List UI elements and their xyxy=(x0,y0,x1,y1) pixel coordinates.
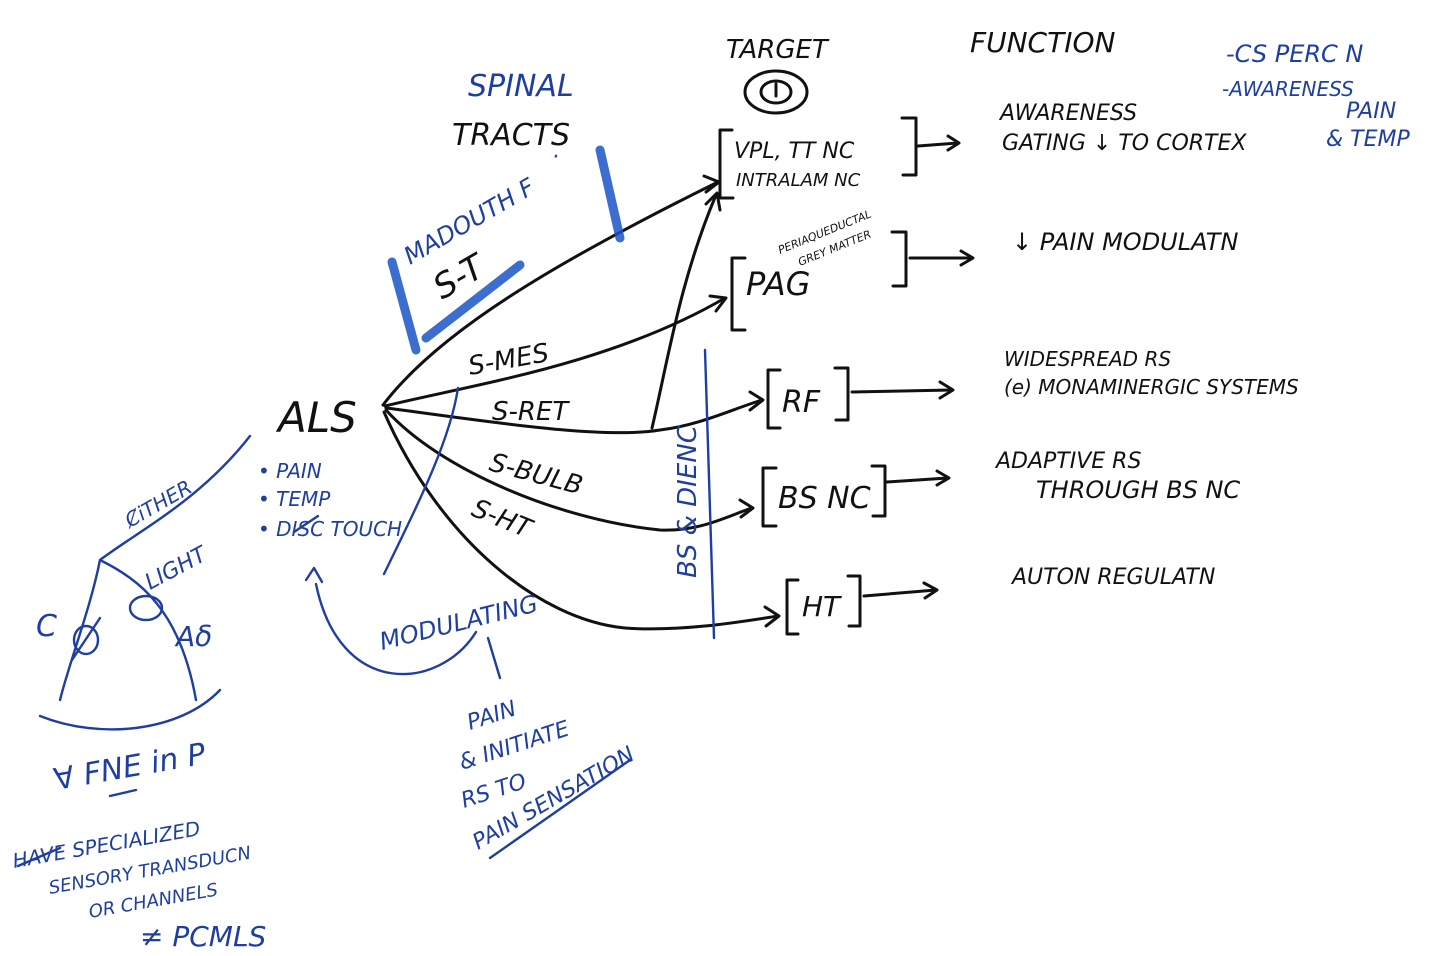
function-arrows xyxy=(850,134,975,600)
modulating-underline xyxy=(488,758,632,860)
modulating-curve-left xyxy=(314,582,478,676)
pag-target: PAG PERIAQUEDUCTAL GREY MATTER xyxy=(730,208,908,332)
fiber-adelta-line xyxy=(98,558,198,702)
smes-label: S-MES xyxy=(466,338,551,382)
target-eye-icon xyxy=(743,69,809,115)
modality-temp: • TEMP xyxy=(258,487,331,511)
tract-curves xyxy=(381,174,781,631)
smes-arrowhead xyxy=(708,294,728,313)
pag-label: PAG xyxy=(746,265,810,303)
thalamus-target: VPL, TT NC INTRALAM NC xyxy=(718,116,918,200)
modality-disc-touch: • DISC TOUCH xyxy=(258,517,402,541)
modulating-arrowhead xyxy=(304,566,324,584)
fibers-section: C Aδ LIGHT ȻiTHER ∀ FNE in P HAVE SPECIA… xyxy=(11,434,266,953)
bs-dienc-text: BS & DIENC xyxy=(673,424,703,578)
sht-arrowhead xyxy=(763,605,781,628)
sht-label: S-HT xyxy=(467,494,537,546)
target-header: TARGET xyxy=(726,35,830,65)
func-pain-modulation: ↓ PAIN MODULATN xyxy=(1012,228,1238,256)
ht-label: HT xyxy=(802,590,842,623)
fiber-pcmls: ≠ PCMLS xyxy=(140,920,266,953)
sbulb-tract-line xyxy=(384,408,754,532)
func-adaptive: ADAPTIVE RS xyxy=(994,449,1141,474)
func-side-perc: -CS PERC N xyxy=(1226,40,1363,68)
modulating-section: MODULATING PAIN & INITIATE RS TO PAIN SE… xyxy=(304,386,639,860)
modulating-note1: PAIN xyxy=(464,696,519,735)
func-auton: AUTON REGULATN xyxy=(1010,565,1215,590)
highlighter-marks xyxy=(387,145,625,355)
modality-pain: • PAIN xyxy=(258,459,322,483)
func-side-pain: PAIN xyxy=(1346,99,1396,124)
func-widespread: WIDESPREAD RS xyxy=(1004,347,1171,371)
func-side-temp: & TEMP xyxy=(1326,127,1410,152)
tracts-header: TRACTS xyxy=(452,118,570,153)
func-side-awareness: -AWARENESS xyxy=(1222,77,1354,101)
bs-dienc-note: BS & DIENC xyxy=(673,348,716,640)
ht-target: HT xyxy=(785,574,862,636)
bs-label: BS NC xyxy=(778,481,871,516)
func-through-bs: THROUGH BS NC xyxy=(1036,476,1240,504)
als-label: ALS xyxy=(275,393,357,442)
branch-arrowhead xyxy=(704,191,722,212)
func-gating: GATING ↓ TO CORTEX xyxy=(1002,131,1247,156)
sret-label: S-RET xyxy=(492,397,570,427)
st-tract-line xyxy=(381,180,720,407)
smes-tract-line xyxy=(383,296,727,408)
fiber-c-circle xyxy=(72,624,100,656)
st-note-dot: · xyxy=(552,145,559,170)
thalamus-line1: VPL, TT NC xyxy=(734,139,855,164)
sbulb-label: S-BULB xyxy=(486,448,586,502)
func-awareness: AWARENESS xyxy=(998,101,1137,126)
sht-tract-line xyxy=(382,410,780,631)
function-header: FUNCTION xyxy=(970,26,1115,59)
sbulb-arrowhead xyxy=(738,498,755,519)
sret-arrowhead xyxy=(748,390,765,412)
fiber-type-note: ȻiTHER xyxy=(119,475,196,533)
strike-through-mark xyxy=(292,514,320,534)
modulating-pointer xyxy=(486,636,502,680)
fiber-adelta-label: Aδ xyxy=(174,620,212,653)
modulating-curve-right xyxy=(382,386,460,576)
sret-tract-line xyxy=(384,398,764,435)
fiber-c-label: C xyxy=(36,609,57,644)
rf-target: RF xyxy=(766,366,850,430)
fiber-light-label: LIGHT xyxy=(141,542,212,596)
fiber-base-curve xyxy=(38,688,222,731)
modulating-label: MODULATING xyxy=(377,589,541,655)
rf-label: RF xyxy=(782,385,821,420)
func-monaminergic: (e) MONAMINERGIC SYSTEMS xyxy=(1004,375,1299,399)
bs-target: BS NC xyxy=(761,464,887,528)
fiber-free-endings: ∀ FNE in P xyxy=(51,737,209,798)
sret-thalamus-branch xyxy=(650,193,718,430)
spinal-header: SPINAL xyxy=(468,69,574,104)
fiber-adelta-circle xyxy=(128,594,164,622)
thalamus-line2: INTRALAM NC xyxy=(736,170,861,191)
